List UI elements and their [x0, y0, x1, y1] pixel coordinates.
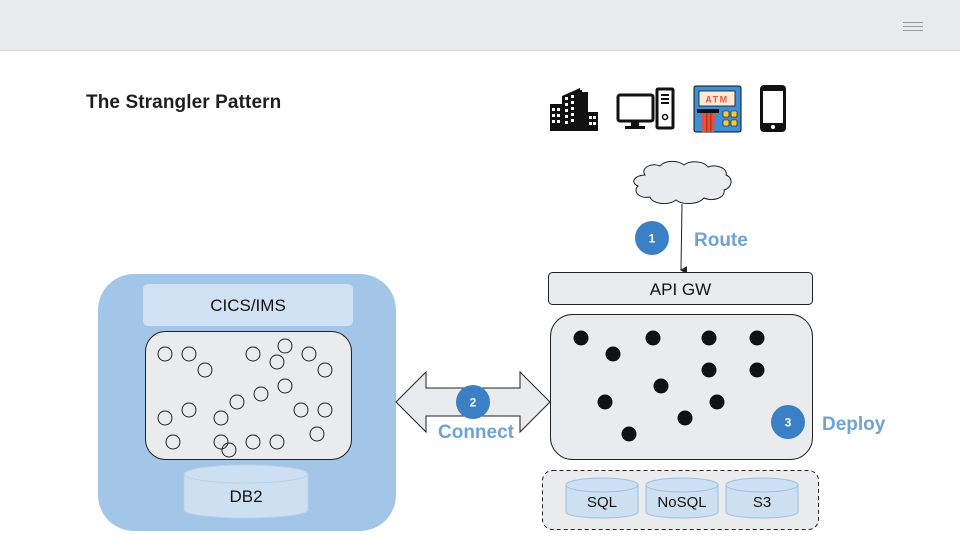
microservice	[701, 362, 717, 378]
step-2-number: 2	[470, 396, 477, 410]
microservice	[701, 330, 717, 346]
api-gateway: API GW	[548, 272, 813, 305]
microservice	[653, 378, 669, 394]
desktop-computer-icon	[616, 87, 675, 130]
datastore-sql: SQL	[565, 477, 639, 519]
microservice	[621, 426, 637, 442]
legacy-service	[309, 426, 325, 442]
legacy-service	[253, 386, 269, 402]
legacy-service	[317, 402, 333, 418]
legacy-service	[269, 354, 285, 370]
step-2-label: Connect	[438, 422, 515, 443]
legacy-service	[293, 402, 309, 418]
legacy-service	[181, 346, 197, 362]
step-1-label: Route	[694, 230, 748, 251]
microservice	[749, 330, 765, 346]
legacy-service	[165, 434, 181, 450]
microservice	[645, 330, 661, 346]
building-icon	[550, 88, 598, 131]
legacy-services	[157, 338, 333, 458]
legacy-service	[157, 410, 173, 426]
legacy-runtime-label: CICS/IMS	[210, 296, 286, 315]
step-3-number: 3	[785, 416, 792, 430]
smartphone-icon	[760, 85, 786, 132]
step-3-badge: 3	[771, 405, 805, 439]
route-arrow	[680, 203, 688, 275]
legacy-runtime: CICS/IMS	[143, 284, 353, 326]
microservice	[749, 362, 765, 378]
legacy-service	[269, 434, 285, 450]
legacy-service	[277, 378, 293, 394]
datastore-s3: S3	[725, 477, 799, 519]
datastores: SQL NoSQL S3	[565, 477, 799, 519]
legacy-service	[157, 346, 173, 362]
microservice	[597, 394, 613, 410]
legacy-service	[181, 402, 197, 418]
legacy-database: DB2	[183, 464, 309, 519]
step-3-label: Deploy	[822, 414, 886, 435]
datastore-nosql: NoSQL	[645, 477, 719, 519]
legacy-service	[245, 346, 261, 362]
step-1-badge: 1	[635, 221, 669, 255]
legacy-service	[301, 346, 317, 362]
microservices-panel	[550, 314, 813, 460]
microservice	[677, 410, 693, 426]
step-1-number: 1	[649, 232, 656, 246]
datastore-label: NoSQL	[657, 494, 706, 511]
legacy-services-panel	[145, 331, 352, 460]
datastore-label: S3	[753, 494, 771, 511]
step-2-badge: 2	[456, 385, 490, 419]
cloud-icon	[633, 160, 732, 205]
slide-title: The Strangler Pattern	[86, 92, 282, 113]
microservices	[573, 330, 765, 442]
legacy-service	[197, 362, 213, 378]
legacy-service	[213, 434, 229, 450]
legacy-service	[229, 394, 245, 410]
hamburger-menu-icon[interactable]	[900, 18, 926, 34]
legacy-service	[245, 434, 261, 450]
microservice	[709, 394, 725, 410]
legacy-service	[221, 442, 237, 458]
atm-label: ATM	[705, 95, 728, 105]
microservice	[605, 346, 621, 362]
legacy-database-label: DB2	[229, 487, 262, 506]
datastore-label: SQL	[587, 494, 617, 511]
api-gateway-label: API GW	[650, 280, 711, 299]
atm-icon: ATM	[693, 85, 742, 133]
top-bar	[0, 0, 960, 51]
microservice	[573, 330, 589, 346]
legacy-service	[317, 362, 333, 378]
legacy-service	[277, 338, 293, 354]
legacy-service	[213, 410, 229, 426]
